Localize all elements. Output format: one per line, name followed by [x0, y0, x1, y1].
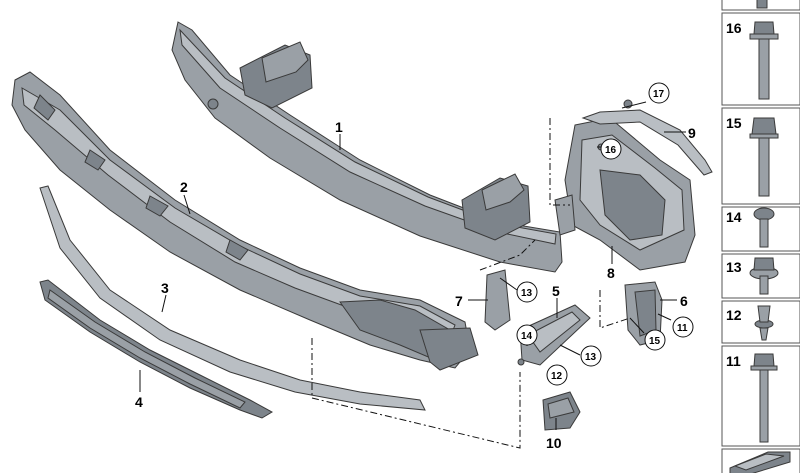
callout-8: 8 — [607, 265, 615, 281]
circled-16: 16 — [600, 138, 622, 160]
part-9-bracket-strip[interactable] — [581, 99, 713, 176]
fastener-panel: 16 15 14 — [721, 0, 800, 473]
fastener-13-cell[interactable]: 13 — [721, 253, 800, 299]
callout-1: 1 — [335, 119, 343, 135]
fastener-11-label: 11 — [726, 353, 741, 369]
part-2-energy-absorber[interactable] — [11, 71, 479, 371]
callout-labels: 1 2 3 4 5 6 7 8 9 10 — [135, 119, 696, 451]
svg-text:13: 13 — [585, 352, 597, 363]
svg-text:14: 14 — [521, 331, 533, 342]
part-5-holder[interactable] — [519, 304, 591, 366]
circled-callouts: 17 16 13 14 13 12 15 11 — [516, 82, 694, 386]
fastener-16-cell[interactable]: 16 — [721, 12, 800, 106]
fastener-16-label: 16 — [726, 20, 742, 36]
part-6-bracket[interactable] — [624, 281, 663, 346]
callout-5: 5 — [552, 283, 560, 299]
fastener-15-cell[interactable]: 15 — [721, 107, 800, 205]
svg-text:11: 11 — [677, 323, 688, 334]
fastener-14-label: 14 — [726, 209, 742, 225]
part-10-block[interactable] — [542, 391, 581, 431]
part-4-air-deflector[interactable] — [39, 279, 274, 419]
part-3-strip[interactable] — [39, 185, 426, 411]
circled-17: 17 — [648, 82, 670, 104]
fastener-12-cell[interactable]: 12 — [721, 300, 800, 344]
circled-14: 14 — [516, 324, 538, 346]
fastener-14-icon — [753, 207, 775, 248]
svg-text:12: 12 — [551, 371, 563, 382]
circled-15: 15 — [644, 329, 666, 351]
leader-lines — [139, 101, 686, 430]
callout-6: 6 — [680, 293, 688, 309]
circled-12: 12 — [546, 364, 568, 386]
fastener-14-cell[interactable]: 14 — [721, 206, 800, 252]
callout-2: 2 — [180, 179, 188, 195]
fastener-15-label: 15 — [726, 115, 742, 131]
svg-text:13: 13 — [521, 288, 533, 299]
fastener-12-icon — [754, 305, 774, 341]
fastener-15-icon — [749, 117, 779, 197]
fastener-16-icon — [749, 21, 779, 100]
callout-7: 7 — [455, 293, 463, 309]
svg-text:15: 15 — [649, 336, 661, 347]
svg-text:16: 16 — [605, 145, 617, 156]
callout-10: 10 — [546, 435, 562, 451]
callout-3: 3 — [161, 280, 169, 296]
fastener-11-cell[interactable]: 11 — [721, 345, 800, 447]
svg-text:17: 17 — [653, 89, 665, 100]
part-7-bracket[interactable] — [484, 269, 511, 331]
fastener-bottom-cell — [721, 448, 800, 473]
part-1-bumper-carrier[interactable] — [171, 21, 563, 273]
fastener-11-icon — [750, 353, 778, 443]
assembly-lines — [311, 118, 631, 449]
circled-13-upper: 13 — [516, 281, 538, 303]
circled-11: 11 — [672, 316, 694, 338]
fastener-13-icon — [749, 257, 779, 295]
fastener-13-label: 13 — [726, 259, 742, 275]
callout-9: 9 — [688, 125, 696, 141]
circled-13-lower: 13 — [580, 345, 602, 367]
callout-4: 4 — [135, 394, 143, 410]
fastener-12-label: 12 — [726, 307, 742, 323]
